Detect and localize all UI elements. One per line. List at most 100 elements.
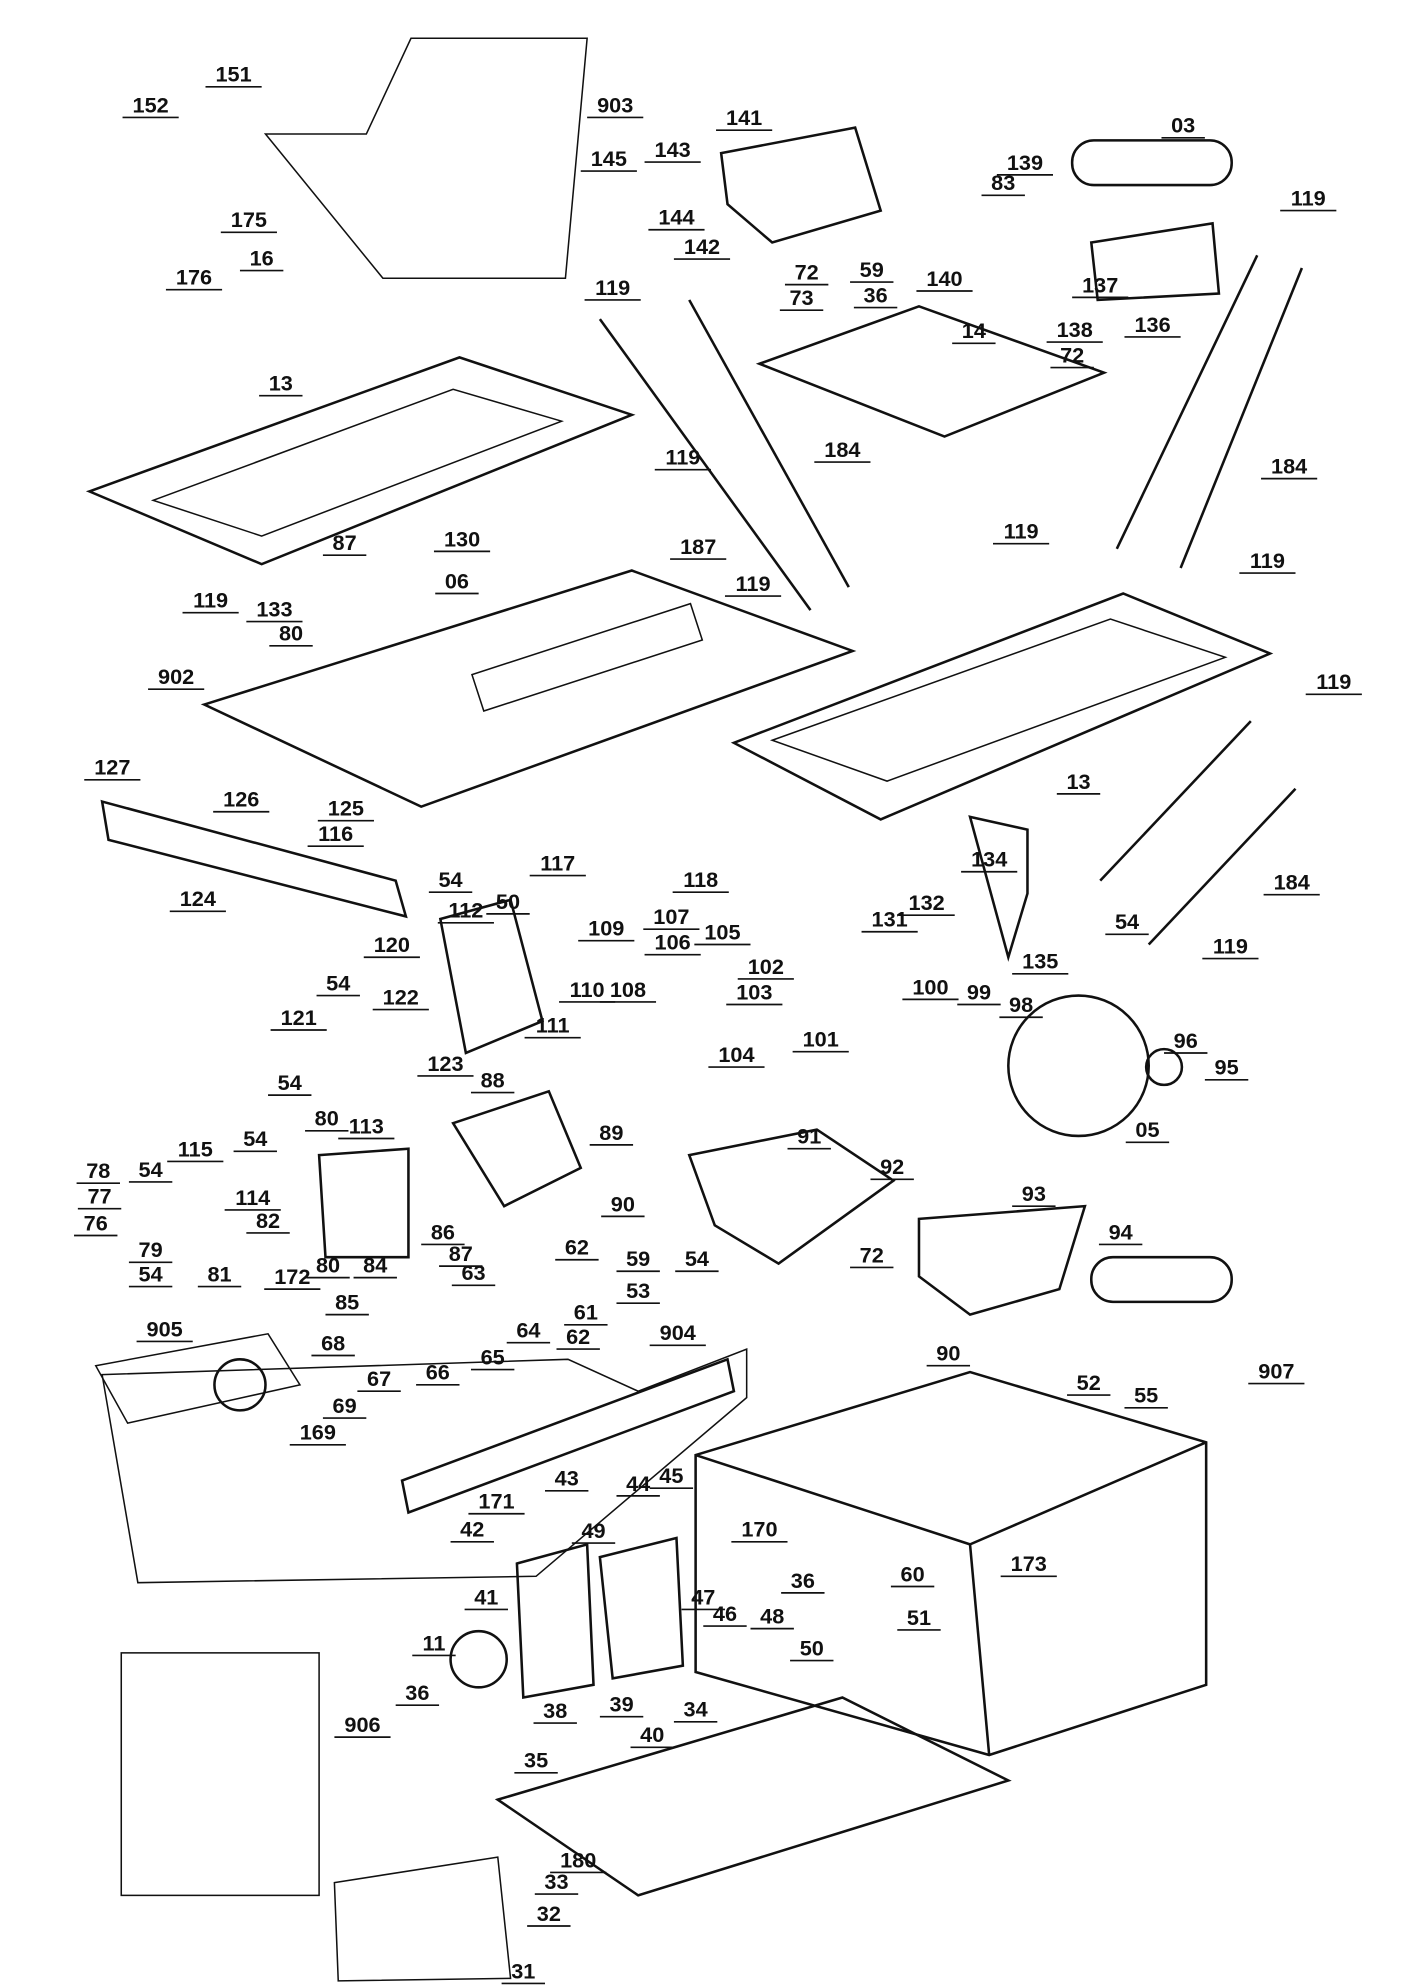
part-label-180: 180 <box>560 1847 596 1872</box>
part-label-109: 109 <box>588 916 624 941</box>
part-label-104: 104 <box>718 1042 754 1067</box>
part-label-54: 54 <box>438 867 462 892</box>
part-label-126: 126 <box>223 787 259 812</box>
cabinet-edge-top <box>695 1453 971 1546</box>
part-label-31: 31 <box>511 1958 535 1983</box>
part-label-86: 86 <box>431 1219 455 1244</box>
part-label-67: 67 <box>367 1366 391 1391</box>
part-label-134: 134 <box>971 847 1007 872</box>
switch-housing-40 <box>598 1536 685 1680</box>
part-label-85: 85 <box>335 1290 359 1315</box>
part-label-13: 13 <box>1066 769 1090 794</box>
part-label-151: 151 <box>215 62 251 87</box>
part-label-144: 144 <box>658 205 694 230</box>
part-label-91: 91 <box>797 1124 821 1149</box>
part-label-120: 120 <box>374 932 410 957</box>
bracket-84 <box>317 1147 410 1259</box>
part-label-38: 38 <box>543 1698 567 1723</box>
part-label-102: 102 <box>748 954 784 979</box>
part-label-80: 80 <box>315 1106 339 1131</box>
part-label-903: 903 <box>597 92 633 117</box>
part-label-88: 88 <box>481 1067 505 1092</box>
part-label-114: 114 <box>235 1185 270 1210</box>
kit-903-frame <box>263 37 588 280</box>
switch-box-38 <box>515 1542 595 1700</box>
part-label-72: 72 <box>795 260 819 285</box>
part-label-132: 132 <box>909 890 945 915</box>
part-label-78: 78 <box>86 1158 110 1183</box>
part-label-99: 99 <box>967 979 991 1004</box>
part-label-32: 32 <box>537 1901 561 1926</box>
part-label-54: 54 <box>243 1126 267 1151</box>
part-label-87: 87 <box>449 1241 473 1266</box>
part-label-187: 187 <box>680 534 716 559</box>
part-label-902: 902 <box>158 664 194 689</box>
part-label-06: 06 <box>445 568 469 593</box>
part-label-184: 184 <box>824 437 860 462</box>
rip-fence-904 <box>400 1357 736 1515</box>
part-label-16: 16 <box>250 245 274 270</box>
part-label-133: 133 <box>256 596 292 621</box>
table-extension-right-inner <box>769 618 1228 782</box>
part-label-65: 65 <box>481 1344 505 1369</box>
motor-mount-111 <box>438 898 544 1055</box>
part-label-50: 50 <box>496 889 520 914</box>
part-label-125: 125 <box>328 796 364 821</box>
part-label-14: 14 <box>962 318 986 343</box>
part-label-03: 03 <box>1171 113 1195 138</box>
part-label-139: 139 <box>1007 150 1043 175</box>
part-label-141: 141 <box>726 105 762 130</box>
table-insert-slot <box>470 602 704 712</box>
part-label-54: 54 <box>278 1070 302 1095</box>
cabinet-frame <box>694 1370 1208 1757</box>
part-label-59: 59 <box>626 1246 650 1271</box>
part-label-135: 135 <box>1022 949 1058 974</box>
part-label-90: 90 <box>611 1191 635 1216</box>
part-label-113: 113 <box>349 1113 384 1138</box>
part-label-142: 142 <box>684 234 720 259</box>
part-label-184: 184 <box>1274 870 1310 895</box>
part-label-171: 171 <box>478 1489 514 1514</box>
part-label-34: 34 <box>684 1697 708 1722</box>
part-label-54: 54 <box>139 1261 163 1286</box>
support-rail-184-f <box>1147 787 1297 946</box>
part-label-119: 119 <box>1316 669 1351 694</box>
guard-cover-93 <box>917 1204 1087 1317</box>
part-label-122: 122 <box>383 984 419 1009</box>
part-label-48: 48 <box>760 1604 784 1629</box>
part-label-118: 118 <box>683 867 718 892</box>
kit-904-frame <box>101 1347 748 1584</box>
part-label-96: 96 <box>1174 1028 1198 1053</box>
part-label-172: 172 <box>274 1264 310 1289</box>
part-label-119: 119 <box>595 275 630 300</box>
part-label-93: 93 <box>1022 1181 1046 1206</box>
part-label-84: 84 <box>363 1253 387 1278</box>
part-label-906: 906 <box>344 1712 380 1737</box>
part-label-98: 98 <box>1009 992 1033 1017</box>
part-label-145: 145 <box>591 146 627 171</box>
table-extension-right <box>730 592 1274 821</box>
flange-96 <box>1144 1047 1184 1087</box>
part-label-119: 119 <box>736 571 771 596</box>
kit-905-frame <box>94 1332 302 1425</box>
part-label-50: 50 <box>800 1635 824 1660</box>
part-label-45: 45 <box>659 1463 683 1488</box>
part-label-117: 117 <box>540 850 575 875</box>
part-label-106: 106 <box>655 930 691 955</box>
support-rail-184-a <box>598 318 812 611</box>
part-label-103: 103 <box>736 979 772 1004</box>
part-label-112: 112 <box>448 898 483 923</box>
part-label-55: 55 <box>1134 1383 1158 1408</box>
support-rail-184-c <box>1115 254 1259 550</box>
part-label-80: 80 <box>316 1253 340 1278</box>
support-rail-184-d <box>1179 267 1304 569</box>
cabinet-edge <box>968 1544 991 1756</box>
part-label-105: 105 <box>704 919 740 944</box>
part-label-152: 152 <box>133 92 169 117</box>
part-label-76: 76 <box>84 1210 108 1235</box>
part-label-54: 54 <box>139 1157 163 1182</box>
support-rail-184-e <box>1099 720 1252 882</box>
fence-rail-126 <box>100 799 408 919</box>
part-label-46: 46 <box>713 1601 737 1626</box>
